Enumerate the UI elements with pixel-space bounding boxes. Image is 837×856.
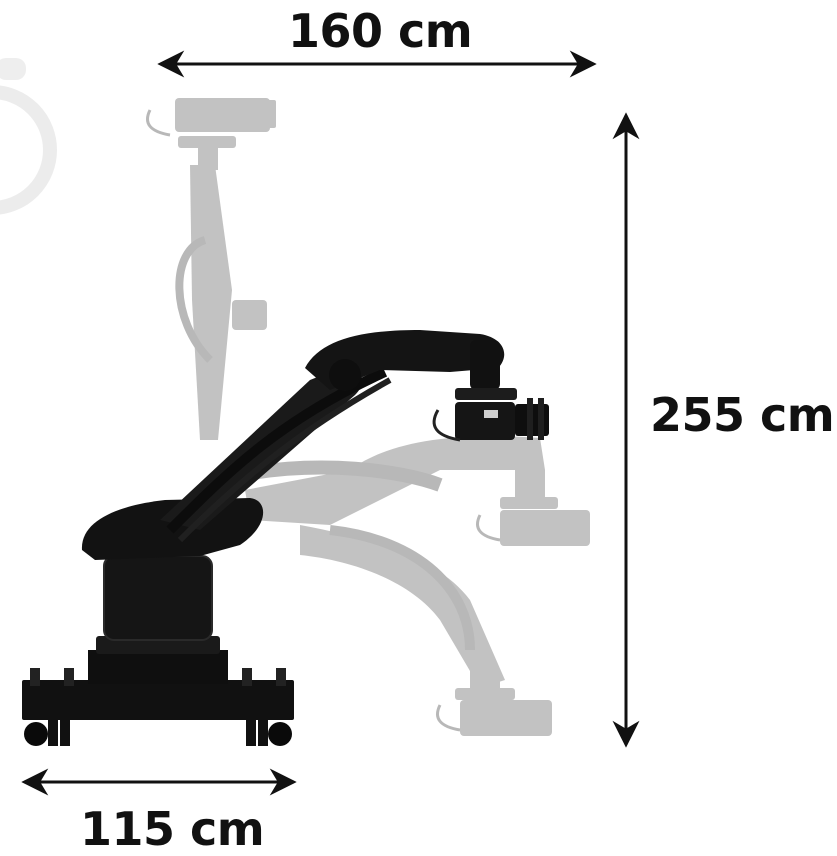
crane-ghost-low [300,525,552,736]
camera [432,398,549,442]
wheel [24,722,48,746]
crane-ghost-mid [238,436,590,546]
crane-ghost-raised [146,98,276,440]
width-dimension-label: 160 cm [288,4,473,58]
crane-main [22,330,549,746]
rotating-column [104,556,212,640]
height-dimension-label: 255 cm [650,388,835,442]
pedestal-block [88,650,228,684]
wheel [268,722,292,746]
background-wheel-fragment [0,58,57,215]
base-width-dimension-label: 115 cm [80,802,265,856]
base-frame [22,680,294,720]
